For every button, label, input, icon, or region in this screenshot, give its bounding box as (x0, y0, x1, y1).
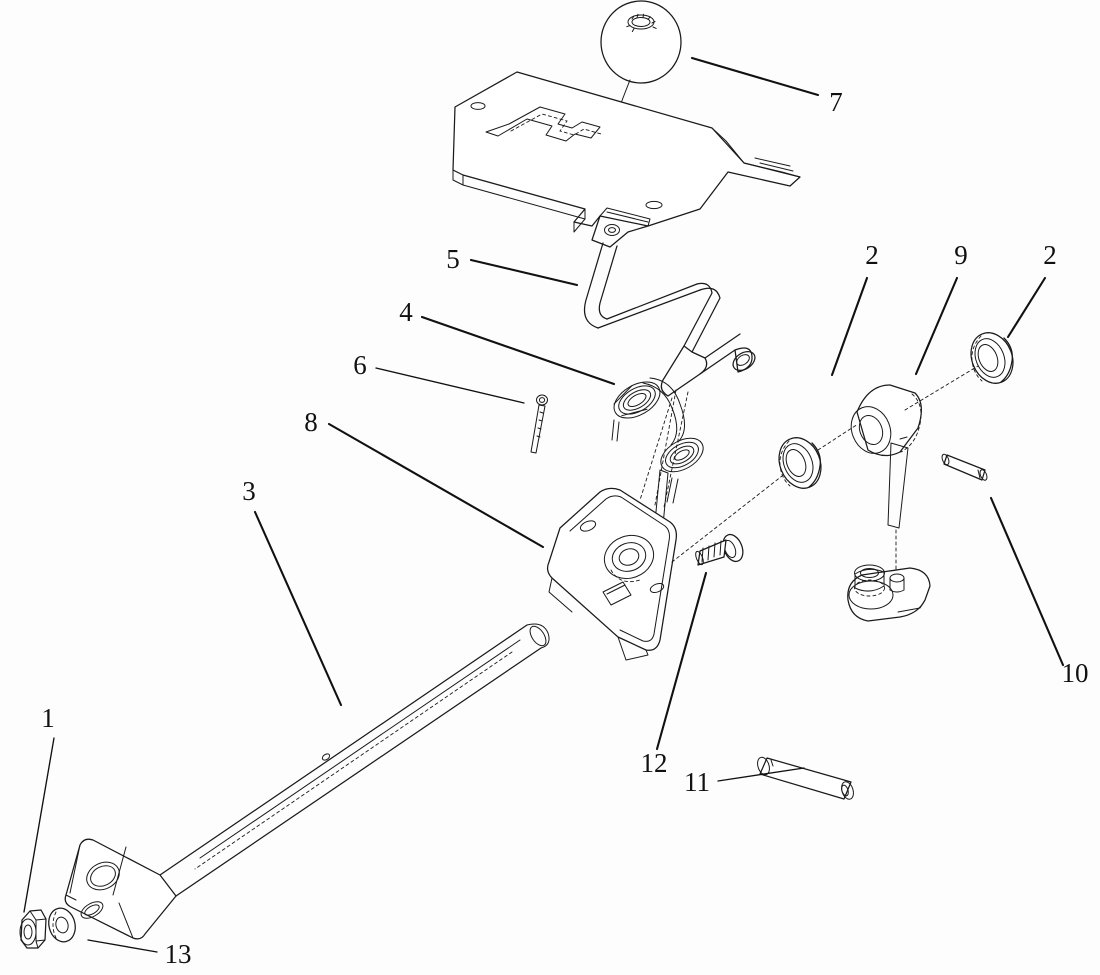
callout-8: 8 (304, 407, 318, 437)
leader-12 (655, 571, 708, 751)
part-bushing-right (970, 332, 1014, 384)
leader-11 (717, 767, 805, 782)
part-hex-nut (19, 909, 47, 949)
part-shift-rod (64, 623, 550, 940)
assembly-centerlines (639, 365, 979, 563)
part-pivot-tube (850, 384, 922, 457)
part-lever-with-stud (847, 442, 931, 622)
part-bushing-left (778, 437, 822, 489)
part-mounting-bracket (546, 487, 677, 661)
callout-12: 12 (641, 748, 668, 778)
part-roll-pin-short (941, 453, 988, 481)
callout-11: 11 (684, 767, 710, 797)
leader-6 (375, 367, 525, 404)
leader-8 (327, 422, 545, 549)
leader-5 (469, 258, 579, 287)
part-torsion-spring (611, 377, 704, 504)
callout-1: 1 (41, 703, 55, 733)
part-bolt (695, 533, 744, 566)
callout-5: 5 (446, 244, 460, 274)
leader-7 (690, 56, 820, 97)
leader-2-right (1006, 276, 1047, 339)
part-shift-knob (600, 0, 682, 84)
callout-6: 6 (353, 350, 367, 380)
callout-7: 7 (829, 87, 843, 117)
callout-numbers: 1 2 9 2 7 5 4 6 8 3 12 11 10 13 (41, 87, 1088, 969)
callout-2a: 2 (865, 240, 879, 270)
callout-10: 10 (1062, 658, 1089, 688)
callout-13: 13 (165, 939, 192, 969)
leader-2-left (830, 276, 869, 377)
leader-3 (253, 510, 343, 707)
leader-1 (23, 737, 55, 913)
part-cotter-pin (530, 394, 548, 454)
part-roll-pin-long (757, 756, 854, 800)
part-washer (48, 907, 76, 943)
leader-10 (989, 496, 1065, 667)
callout-2b: 2 (1043, 240, 1057, 270)
leader-9 (914, 276, 959, 376)
part-shift-gate-plate (452, 71, 801, 248)
callout-9: 9 (954, 240, 968, 270)
leader-4 (420, 315, 616, 386)
leader-13 (87, 939, 158, 953)
callout-3: 3 (242, 476, 256, 506)
callout-4: 4 (399, 297, 413, 327)
leader-lines (23, 56, 1065, 953)
